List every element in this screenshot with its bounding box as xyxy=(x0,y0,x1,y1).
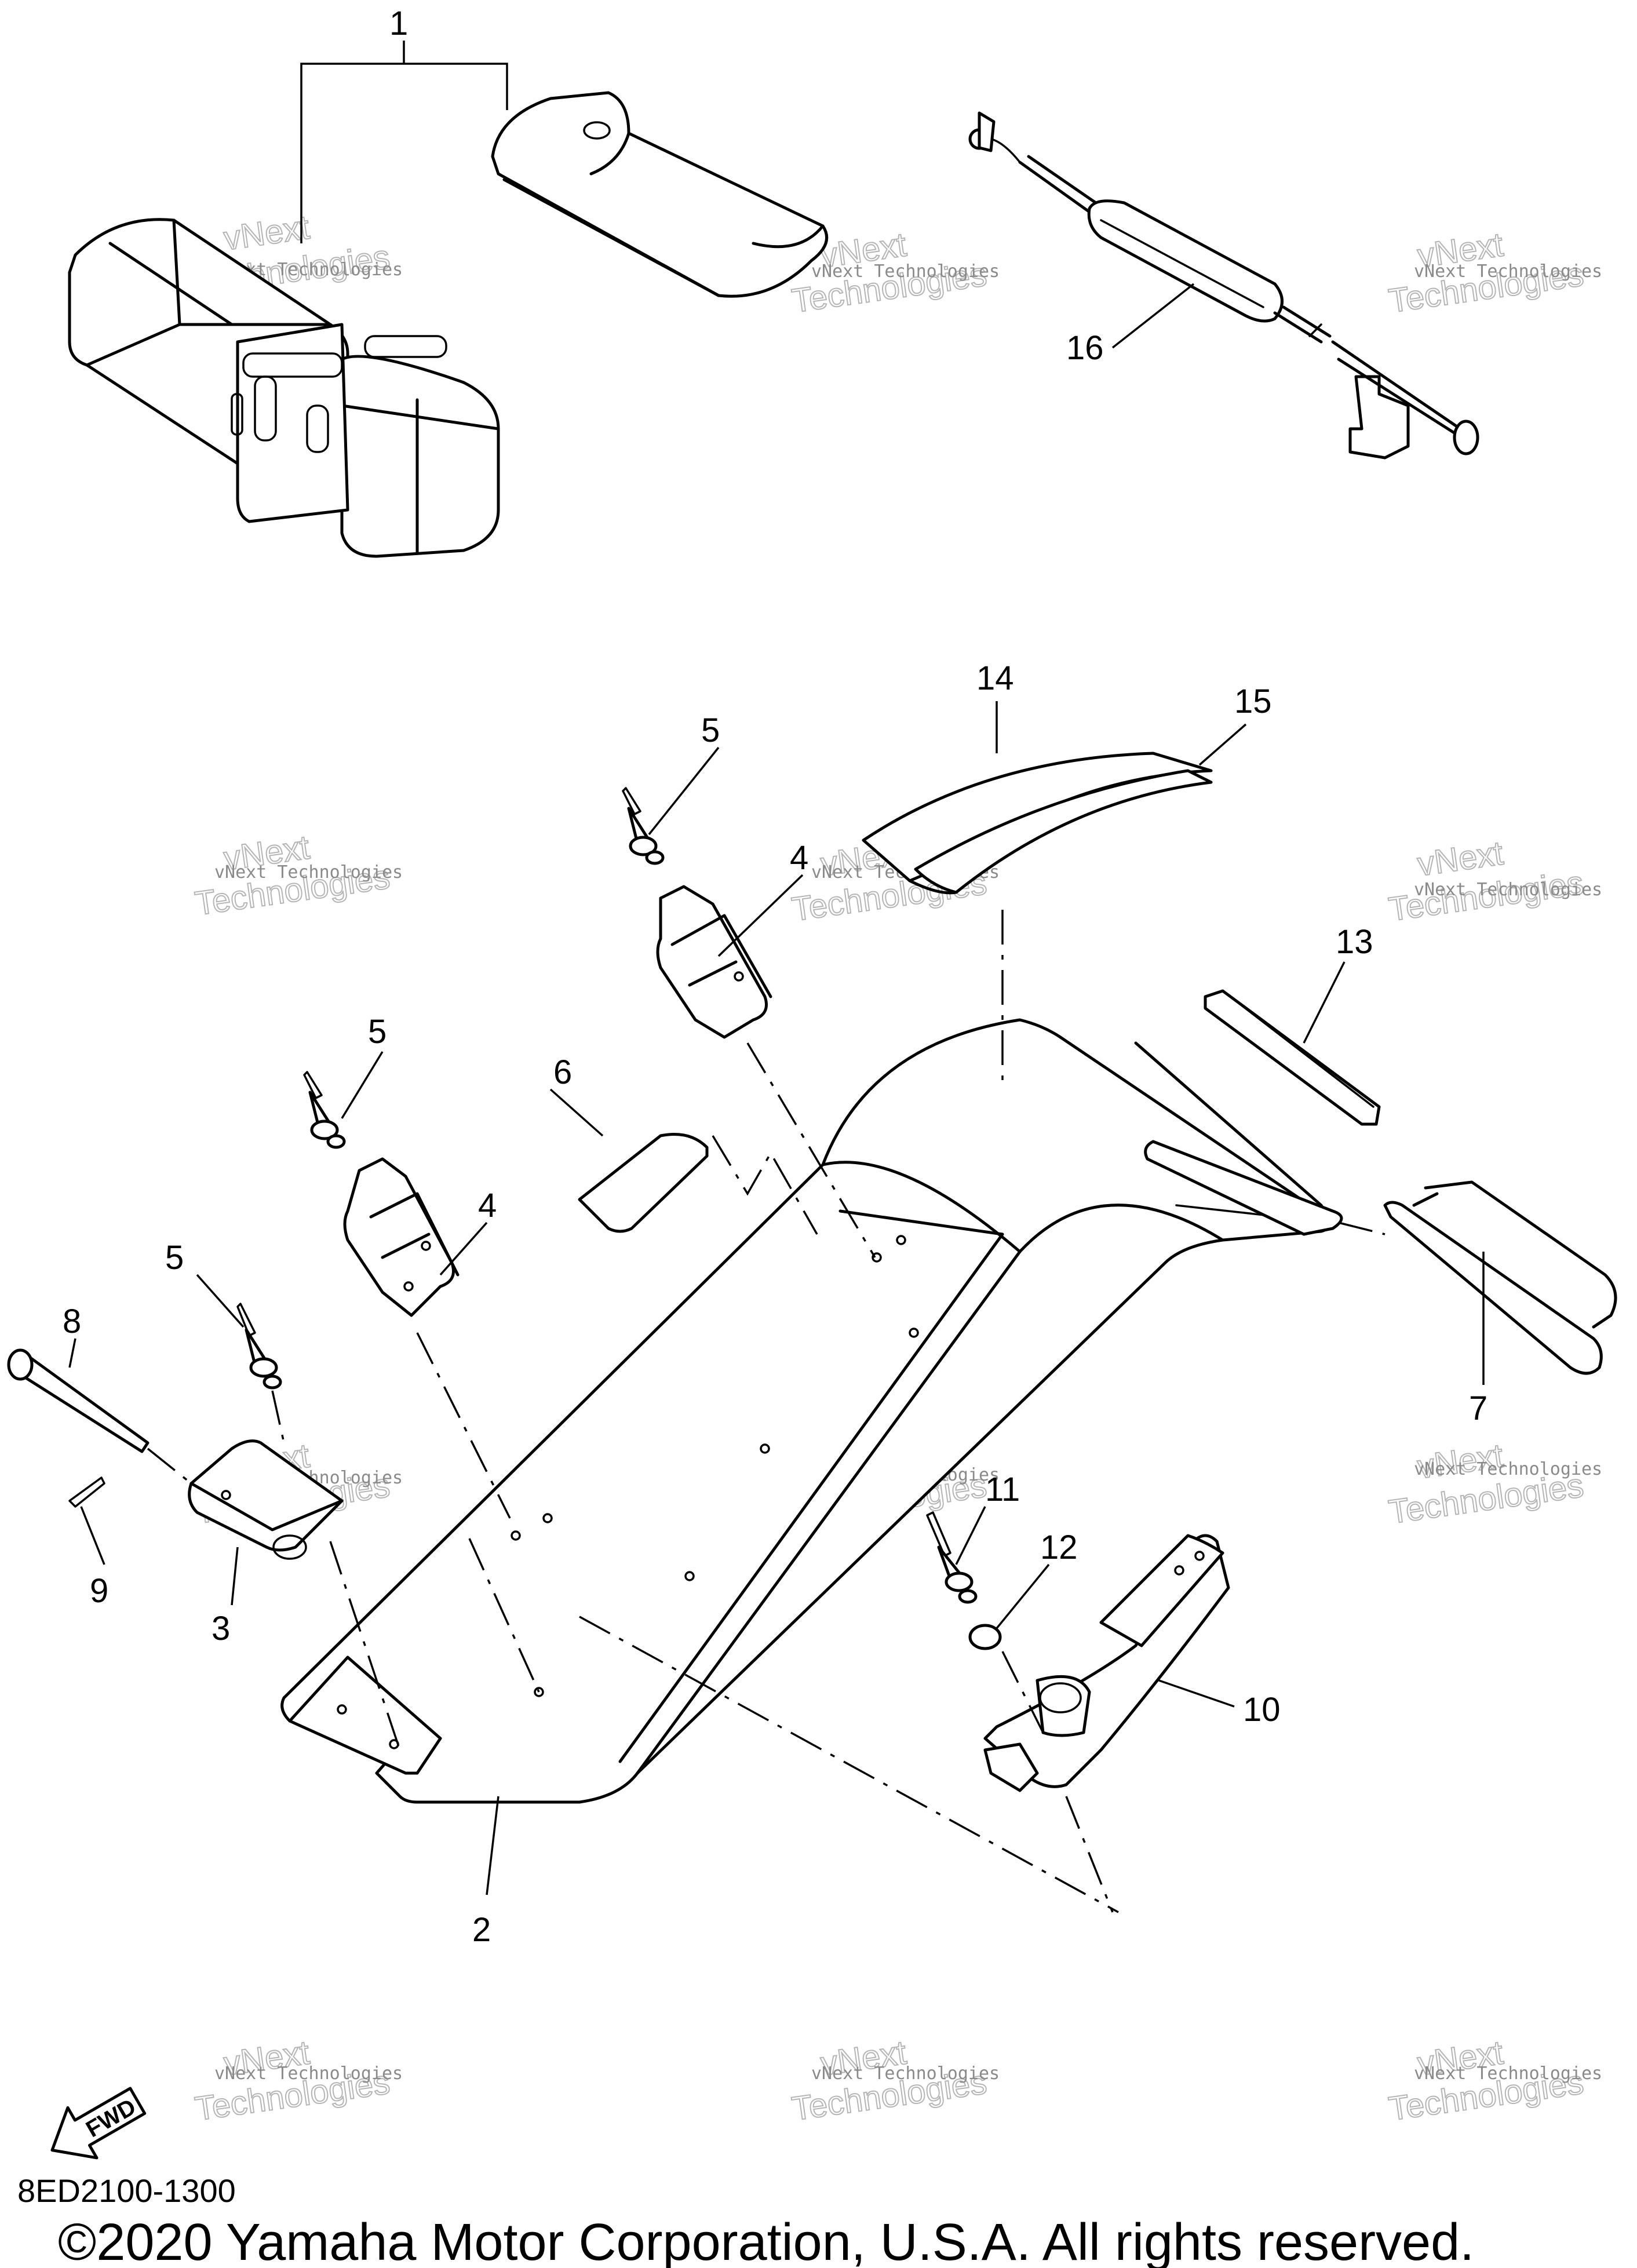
part-5-rivet-b xyxy=(303,1071,346,1149)
watermark-text: vNext Technologies xyxy=(214,862,403,883)
watermark: vNext Technologies xyxy=(1386,834,1587,929)
callout-2: 2 xyxy=(472,1911,491,1949)
watermark-text: vNext Technologies xyxy=(1414,261,1602,282)
part-11-rivet xyxy=(926,1506,986,1604)
part-9-clip xyxy=(68,1476,105,1508)
callout-5-upper: 5 xyxy=(701,712,720,749)
part-7-handle xyxy=(1338,1180,1617,1385)
watermark-text: vNext Technologies xyxy=(1414,1459,1602,1479)
callout-9: 9 xyxy=(90,1572,108,1610)
watermark-text: vNext Technologies xyxy=(1414,2063,1602,2084)
callout-10: 10 xyxy=(1243,1691,1281,1729)
part-1-bag-set xyxy=(68,41,829,558)
part-13-strip xyxy=(1204,989,1381,1126)
part-5-rivet-a xyxy=(622,787,665,865)
watermark-text: vNext Technologies xyxy=(1414,880,1602,900)
part-15-pad xyxy=(914,769,1213,1084)
callout-5-lower: 5 xyxy=(165,1239,184,1277)
part-12-grommet xyxy=(968,1563,1050,1733)
fwd-arrow-icon: FWD xyxy=(50,2087,147,2160)
part-2-cover-panel xyxy=(280,1018,1343,1913)
callout-11: 11 xyxy=(985,1471,1020,1508)
part-4-bracket-lower xyxy=(343,1157,511,1519)
callout-4-lower: 4 xyxy=(478,1187,497,1224)
callout-14: 14 xyxy=(976,659,1014,697)
diagram-code: 8ED2100-1300 xyxy=(17,2172,236,2209)
part-8-pin xyxy=(7,1348,192,1485)
watermark-text: vNext Technologies xyxy=(214,2063,403,2084)
part-4-bracket-upper xyxy=(656,885,876,1258)
callout-7: 7 xyxy=(1469,1390,1487,1427)
callout-5-middle: 5 xyxy=(368,1013,387,1051)
callout-8: 8 xyxy=(63,1303,81,1340)
part-3-bracket xyxy=(188,1439,401,1751)
watermark-text: vNext Technologies xyxy=(811,2063,1000,2084)
callout-16: 16 xyxy=(1066,329,1104,367)
part-10-latch xyxy=(983,1534,1235,1913)
callouts: 1 2 3 4 4 5 5 5 6 7 8 9 10 11 12 13 14 1… xyxy=(63,5,1487,1949)
copyright: ©2020 Yamaha Motor Corporation, U.S.A. A… xyxy=(58,2214,1474,2268)
callout-15: 15 xyxy=(1234,683,1272,720)
part-16-cable xyxy=(968,111,1479,460)
watermark-text: vNext Technologies xyxy=(811,261,1000,282)
callout-13: 13 xyxy=(1336,923,1373,961)
callout-leaders xyxy=(68,701,1346,1895)
callout-3: 3 xyxy=(212,1610,230,1647)
callout-4-upper: 4 xyxy=(790,839,808,877)
callout-1: 1 xyxy=(389,5,408,42)
part-6-label xyxy=(549,1088,709,1233)
part-5-rivet-c xyxy=(236,1303,285,1443)
callout-6: 6 xyxy=(553,1053,572,1091)
callout-12: 12 xyxy=(1040,1529,1078,1566)
